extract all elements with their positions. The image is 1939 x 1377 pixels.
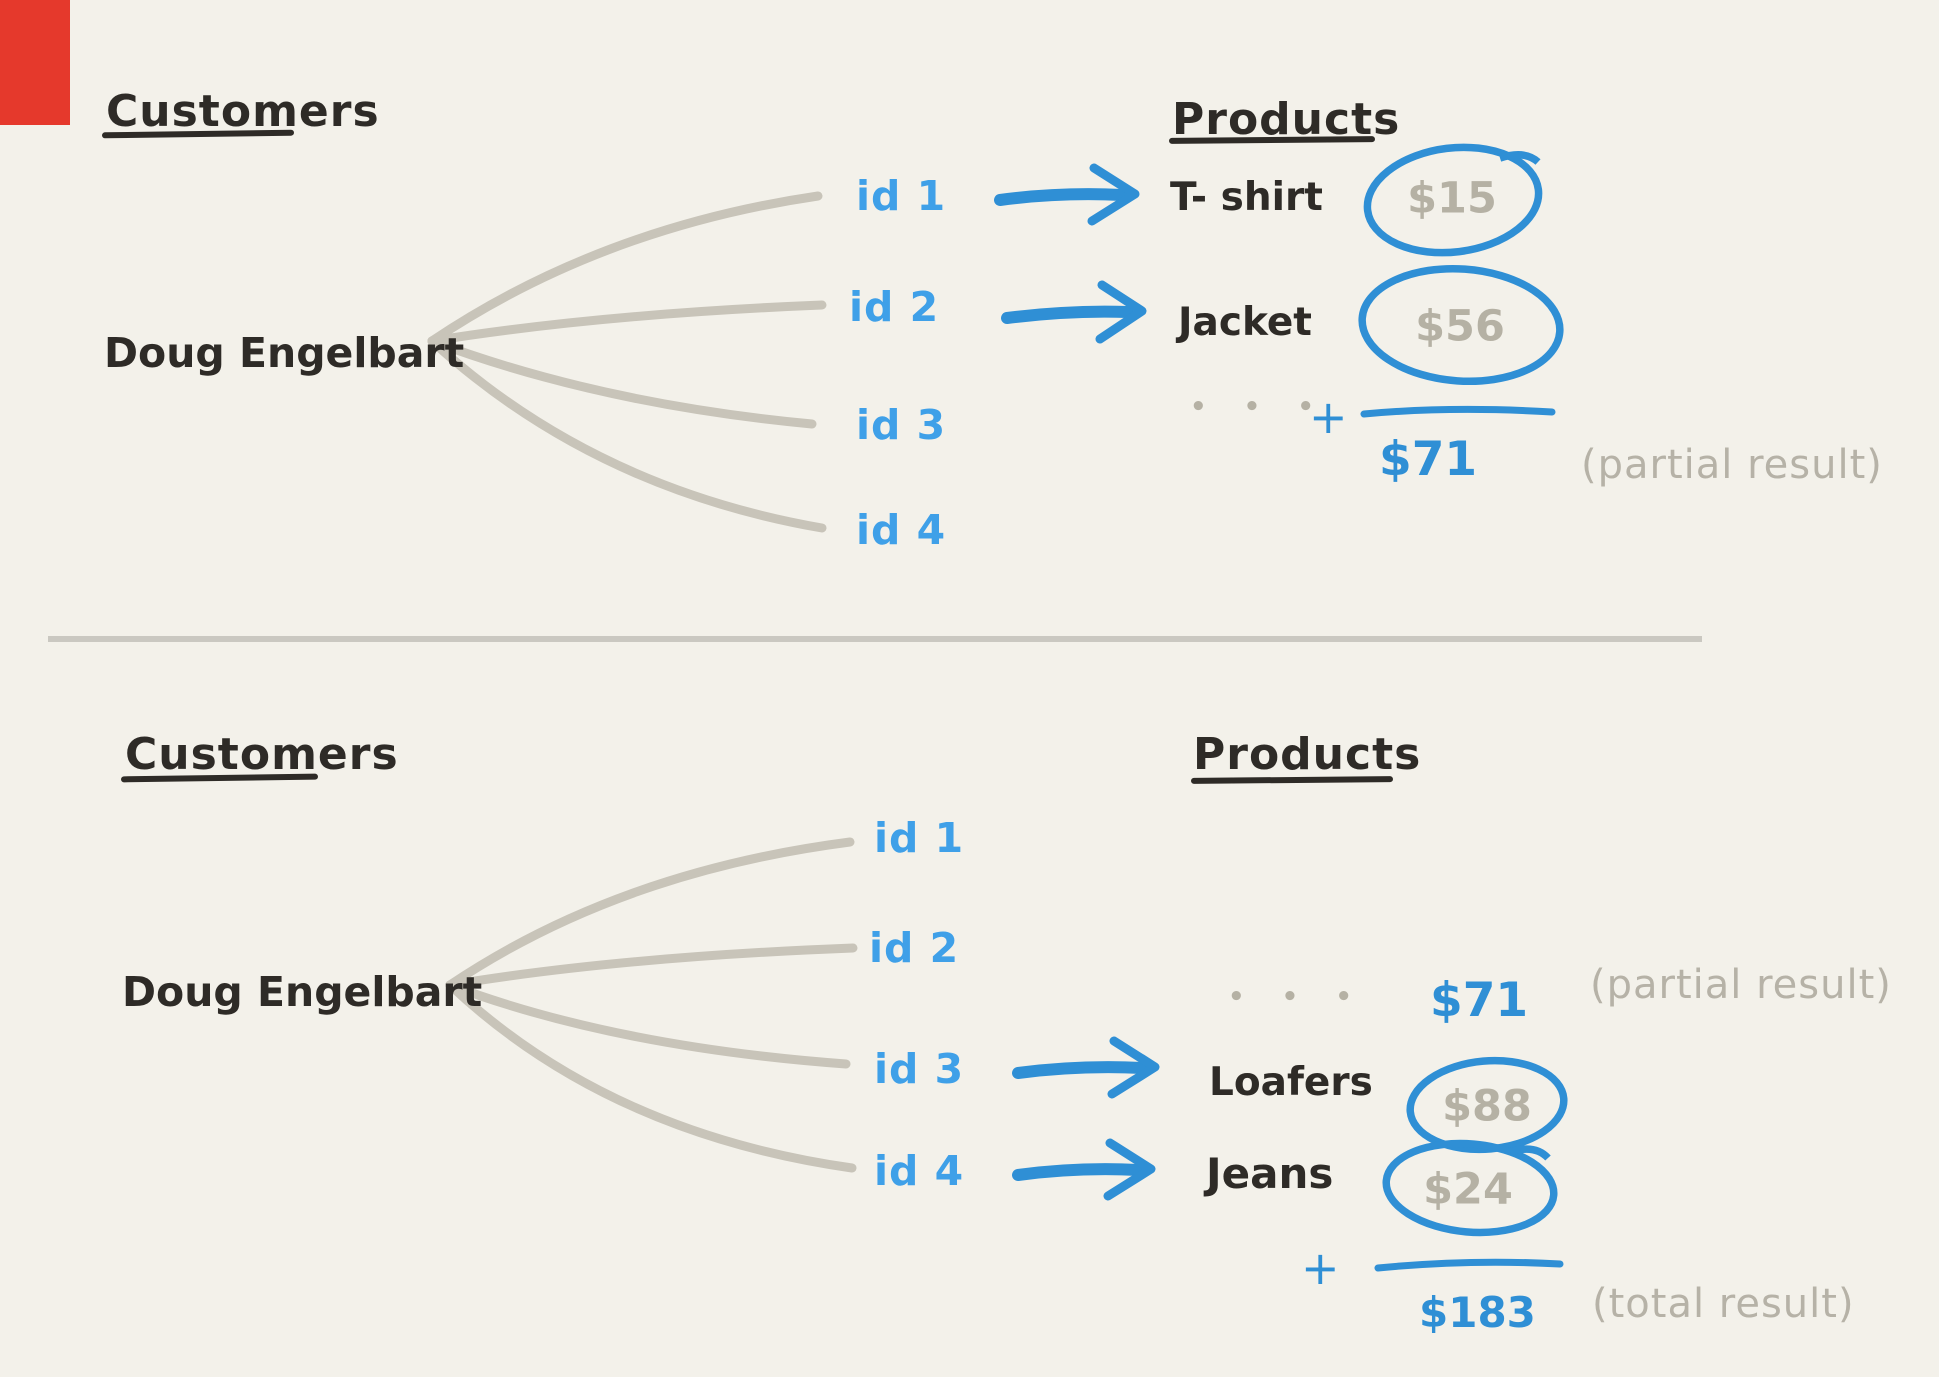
ellipsis: • • • bbox=[1228, 982, 1366, 1012]
partial-result-note: (partial result) bbox=[1581, 442, 1883, 488]
product-price: $88 bbox=[1442, 1081, 1532, 1132]
id-label-2: id 2 bbox=[869, 924, 960, 972]
id-label-3: id 3 bbox=[856, 401, 947, 449]
map-arrow-icon bbox=[1012, 1061, 1148, 1079]
fan-line bbox=[427, 336, 827, 533]
price-circle bbox=[1382, 1139, 1558, 1237]
partial-sum: $71 bbox=[1379, 432, 1478, 487]
partial-result-note: (partial result) bbox=[1590, 962, 1892, 1008]
customers-heading: Customers bbox=[106, 86, 380, 137]
map-arrow-head-icon bbox=[1095, 280, 1147, 344]
plus-sign: + bbox=[1301, 1241, 1340, 1295]
product-price: $56 bbox=[1415, 301, 1505, 352]
id-label-4: id 4 bbox=[856, 506, 947, 554]
ellipsis: • • • bbox=[1190, 392, 1328, 422]
map-arrow-head-icon bbox=[1107, 1036, 1160, 1099]
total-result-note: (total result) bbox=[1592, 1281, 1855, 1327]
fan-line bbox=[427, 336, 817, 429]
product-name: Jeans bbox=[1206, 1149, 1334, 1198]
customers-heading: Customers bbox=[125, 729, 399, 780]
fan-line bbox=[445, 980, 857, 1173]
sum-line bbox=[1374, 1258, 1564, 1272]
id-label-1: id 1 bbox=[856, 172, 947, 220]
id-label-4: id 4 bbox=[874, 1147, 965, 1195]
products-heading: Products bbox=[1193, 729, 1422, 780]
customer-name: Doug Engelbart bbox=[104, 329, 465, 377]
product-name: T- shirt bbox=[1170, 175, 1323, 220]
product-name: Jacket bbox=[1178, 300, 1312, 345]
fan-line bbox=[445, 980, 851, 1069]
carried-partial-sum: $71 bbox=[1430, 973, 1529, 1028]
product-name: Loafers bbox=[1209, 1060, 1373, 1105]
product-price: $15 bbox=[1407, 173, 1497, 224]
map-arrow-head-icon bbox=[1103, 1138, 1156, 1201]
price-circle-curl bbox=[1498, 151, 1541, 165]
price-circle bbox=[1358, 264, 1564, 386]
panel-divider bbox=[48, 636, 1702, 642]
id-label-3: id 3 bbox=[874, 1045, 965, 1093]
products-heading: Products bbox=[1172, 94, 1401, 145]
fan-line bbox=[427, 191, 823, 346]
id-label-2: id 2 bbox=[849, 283, 940, 331]
price-circle bbox=[1363, 143, 1543, 257]
price-circle-curl bbox=[1508, 1145, 1551, 1161]
map-arrow-head-icon bbox=[1087, 163, 1140, 226]
map-arrow-icon bbox=[994, 188, 1128, 206]
plus-sign: + bbox=[1309, 390, 1348, 444]
fan-line bbox=[445, 943, 858, 990]
map-arrow-icon bbox=[1001, 305, 1134, 324]
customer-name: Doug Engelbart bbox=[122, 968, 483, 1016]
sum-line bbox=[1360, 405, 1556, 418]
id-label-1: id 1 bbox=[874, 814, 965, 862]
product-price: $24 bbox=[1423, 1164, 1513, 1215]
total-sum: $183 bbox=[1419, 1288, 1536, 1337]
map-arrow-icon bbox=[1012, 1163, 1144, 1181]
fan-line bbox=[445, 837, 855, 990]
red-corner-marker bbox=[0, 0, 70, 125]
fan-line bbox=[427, 300, 827, 346]
